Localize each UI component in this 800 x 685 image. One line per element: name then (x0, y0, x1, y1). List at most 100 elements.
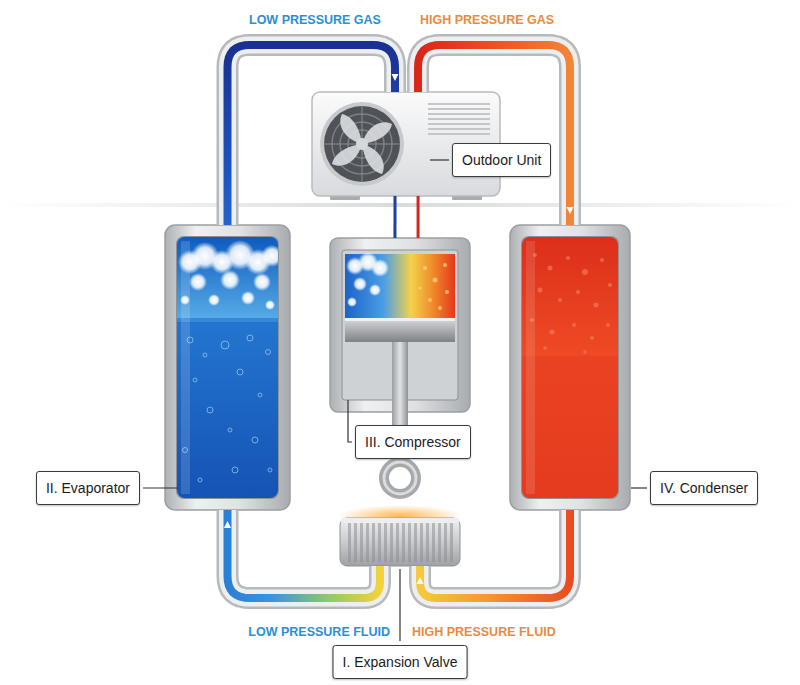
leader-line (348, 400, 352, 442)
evaporator-drawing (183, 335, 273, 482)
callout-box: IV. Condenser (650, 471, 758, 505)
condenser-drawing (522, 237, 618, 498)
pipe-label-box: LOW PRESSURE FLUID (246, 624, 392, 640)
evaporator-drawing (176, 236, 279, 499)
evaporator-drawing (261, 245, 278, 267)
evaporator-drawing (268, 468, 272, 472)
evaporator-drawing (253, 273, 271, 291)
pipe-casing (228, 45, 396, 225)
compressor-drawing (347, 297, 357, 307)
expansion-valve: I. Expansion Valve (340, 518, 460, 566)
pipe-label: HIGH PRESSURE FLUID (412, 625, 556, 639)
pipe-label-box: LOW PRESSURE GAS (247, 12, 383, 28)
pipe-casing (228, 510, 380, 598)
condenser-drawing (522, 356, 618, 498)
compressor-drawing (443, 263, 447, 267)
evaporator-drawing (266, 350, 271, 355)
compressor-drawing (369, 284, 381, 296)
expansion-valve-drawing (340, 518, 460, 566)
evaporator-drawing (177, 318, 278, 324)
refrigerant-pipe (228, 510, 380, 598)
refrigerant-line (394, 196, 395, 238)
callout-box: I. Expansion Valve (333, 645, 468, 679)
condenser-drawing (510, 225, 630, 510)
evaporator-drawing (177, 237, 278, 498)
evaporator-drawing (258, 393, 262, 397)
evaporator-drawing (165, 225, 290, 510)
pipe-core (418, 45, 570, 225)
outdoor-unit: Outdoor Unit (312, 92, 500, 196)
compressor-drawing (330, 238, 470, 494)
outdoor-unit-drawing (428, 118, 490, 120)
condenser-drawing (606, 323, 610, 327)
compressor-drawing (346, 252, 389, 307)
evaporator-drawing (232, 467, 238, 473)
leader-line (631, 487, 647, 488)
compressor-drawing (428, 298, 432, 302)
evaporator-drawing (177, 237, 278, 322)
pipe-label: LOW PRESSURE GAS (249, 13, 381, 27)
expansion-valve-drawing (338, 505, 462, 566)
condenser-drawing (572, 323, 576, 327)
compressor-drawing (371, 259, 389, 277)
compressor-drawing (419, 287, 422, 290)
condenser-drawing (543, 346, 547, 350)
evaporator-drawing (207, 407, 213, 413)
condenser-drawing (538, 288, 543, 293)
pipe-casing (418, 45, 570, 225)
evaporator-drawing (237, 369, 243, 375)
component-label: Outdoor Unit (462, 151, 541, 169)
evaporator-drawing (203, 353, 207, 357)
pipe-core (417, 196, 420, 238)
component-label: IV. Condenser (660, 479, 748, 497)
compressor-drawing (345, 318, 455, 321)
callout-box: II. Evaporator (36, 471, 140, 505)
compressor: III. Compressor (330, 238, 470, 412)
compressor-drawing (345, 318, 455, 342)
condenser-drawing (522, 237, 618, 498)
leader-line (399, 569, 400, 641)
outdoor-unit-drawing (428, 108, 490, 110)
compressor-drawing (438, 306, 442, 310)
pipe-casing (228, 45, 396, 225)
pipe-casing (228, 510, 380, 598)
outdoor-unit-drawing (428, 123, 490, 125)
condenser-drawing (590, 336, 594, 340)
component-label: I. Expansion Valve (343, 653, 458, 671)
outdoor-unit-drawing (320, 102, 404, 186)
compressor-drawing (433, 278, 438, 283)
compressor-drawing (384, 462, 416, 494)
floor-shadow (0, 203, 800, 207)
evaporator-drawing (220, 270, 240, 290)
pipe-core (228, 45, 396, 225)
compressor-drawing (423, 266, 427, 270)
pipe-casing (418, 45, 570, 225)
outdoor-unit-drawing (428, 113, 490, 115)
outdoor-unit-drawing (324, 106, 400, 182)
pipe-casing (420, 510, 570, 598)
component-label: II. Evaporator (46, 479, 130, 497)
callout-box: Outdoor Unit (452, 143, 551, 177)
outdoor-unit-drawing (428, 133, 490, 135)
evaporator-tank: II. Evaporator (165, 225, 290, 510)
condenser-drawing (558, 298, 562, 302)
outdoor-unit-drawing (428, 128, 490, 130)
compressor-drawing (445, 290, 449, 294)
evaporator-drawing (228, 428, 232, 432)
condenser-drawing (608, 283, 612, 287)
evaporator-drawing (198, 478, 202, 482)
condenser-drawing (583, 350, 587, 354)
condenser-drawing (548, 266, 553, 271)
pipe-label-box: HIGH PRESSURE FLUID (410, 624, 558, 640)
refrigerant-pipe (228, 45, 396, 225)
evaporator-drawing (241, 291, 255, 305)
pipe-core (228, 510, 380, 598)
outdoor-unit-drawing (356, 138, 368, 150)
compressor-drawing (419, 263, 450, 310)
callout-box: III. Compressor (355, 425, 471, 459)
evaporator-drawing (221, 341, 229, 349)
evaporator-drawing (193, 378, 197, 382)
leader-line (143, 487, 178, 488)
condenser-tank: IV. Condenser (510, 225, 630, 510)
